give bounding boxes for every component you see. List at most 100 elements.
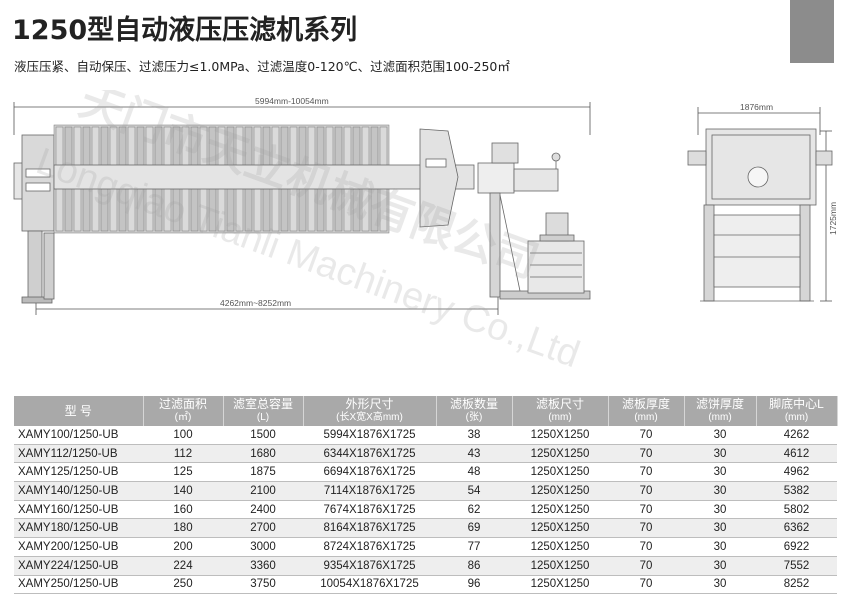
table-cell: 1250X1250: [512, 518, 608, 539]
table-cell: 6344X1876X1725: [303, 444, 436, 464]
table-cell: 7114X1876X1725: [303, 481, 436, 501]
table-cell: 4262: [756, 426, 837, 445]
column-header: 型 号: [14, 396, 144, 426]
dim-width: 1876mm: [740, 102, 773, 112]
table-cell: 48: [436, 462, 512, 483]
table-cell: 8724X1876X1725: [303, 537, 436, 557]
table-cell: XAMY250/1250-UB: [14, 575, 143, 595]
table-cell: 62: [436, 500, 512, 520]
table-cell: 30: [684, 481, 756, 501]
table-cell: 2400: [223, 500, 303, 520]
table-cell: 1680: [223, 444, 303, 464]
table-cell: 1250X1250: [512, 426, 608, 445]
spec-subtitle: 液压压紧、自动保压、过滤压力≤1.0MPa、过滤温度0-120℃、过滤面积范围1…: [14, 59, 510, 74]
dim-foot-center: 4262mm~8252mm: [220, 298, 291, 308]
table-cell: 2100: [223, 481, 303, 501]
table-cell: 6694X1876X1725: [303, 462, 436, 483]
table-cell: 70: [608, 518, 684, 539]
table-cell: 6362: [756, 518, 837, 539]
table-header-row: 型 号过滤面积(㎡)滤室总容量(L)外形尺寸(长X宽X高mm)滤板数量(张)滤板…: [14, 396, 838, 426]
column-header-label: 滤板尺寸: [535, 397, 584, 411]
table-cell: 6922: [756, 537, 837, 557]
table-cell: 3000: [223, 537, 303, 557]
table-cell: 30: [684, 537, 756, 557]
table-cell: 1250X1250: [512, 481, 608, 501]
table-cell: 70: [608, 556, 684, 576]
table-cell: 30: [684, 500, 756, 520]
table-cell: 70: [608, 537, 684, 557]
table-cell: 43: [436, 444, 512, 464]
column-header-label: 滤板厚度: [621, 397, 670, 411]
column-header-unit: (mm): [784, 412, 809, 423]
table-cell: 70: [608, 426, 684, 445]
table-cell: 200: [143, 537, 223, 557]
table-cell: 112: [143, 444, 223, 464]
table-cell: 86: [436, 556, 512, 576]
table-cell: 30: [684, 518, 756, 539]
column-header-label: 型 号: [64, 403, 92, 418]
column-header: 外形尺寸(长X宽X高mm): [303, 396, 437, 426]
page-title: 1250型自动液压压滤机系列: [12, 15, 358, 46]
table-cell: 8164X1876X1725: [303, 518, 436, 539]
table-cell: 38: [436, 426, 512, 445]
table-cell: 3750: [223, 575, 303, 595]
table-cell: 1250X1250: [512, 500, 608, 520]
table-cell: 30: [684, 575, 756, 595]
column-header-label: 过滤面积: [158, 397, 207, 411]
column-header: 滤板尺寸(mm): [512, 396, 609, 426]
table-cell: 70: [608, 462, 684, 483]
table-cell: XAMY180/1250-UB: [14, 518, 143, 539]
table-cell: 250: [143, 575, 223, 595]
column-header-label: 滤室总容量: [232, 397, 293, 411]
filter-press-drawing: 5994mm-10054mm 4262mm~8252mm 1876mm 1725…: [13, 96, 838, 315]
table-cell: 69: [436, 518, 512, 539]
table-cell: 1250X1250: [512, 444, 608, 464]
column-header-label: 滤饼厚度: [695, 397, 744, 411]
column-header: 滤板数量(张): [436, 396, 513, 426]
table-cell: 10054X1876X1725: [303, 575, 436, 595]
column-header-unit: (mm): [634, 412, 658, 423]
dim-height: 1725mm: [828, 202, 838, 235]
table-cell: XAMY140/1250-UB: [14, 481, 143, 501]
table-cell: 30: [684, 444, 756, 464]
column-header: 滤饼厚度(mm): [684, 396, 757, 426]
table-cell: XAMY224/1250-UB: [14, 556, 143, 576]
table-cell: 2700: [223, 518, 303, 539]
spec-table: 型 号过滤面积(㎡)滤室总容量(L)外形尺寸(长X宽X高mm)滤板数量(张)滤板…: [14, 396, 838, 595]
column-header-unit: (张): [465, 412, 483, 423]
table-cell: 77: [436, 537, 512, 557]
table-cell: 30: [684, 462, 756, 483]
table-cell: 1250X1250: [512, 537, 608, 557]
table-cell: 5382: [756, 481, 837, 501]
table-cell: 1875: [223, 462, 303, 483]
table-cell: XAMY100/1250-UB: [14, 426, 143, 445]
table-cell: 70: [608, 444, 684, 464]
table-cell: 70: [608, 575, 684, 595]
column-header-unit: (㎡): [174, 412, 192, 423]
table-cell: 224: [143, 556, 223, 576]
table-cell: 100: [143, 426, 223, 445]
column-header-label: 滤板数量: [449, 397, 498, 411]
table-cell: 5994X1876X1725: [303, 426, 436, 445]
dim-total-length: 5994mm-10054mm: [255, 96, 329, 106]
corner-block: [790, 0, 834, 63]
table-cell: 1250X1250: [512, 556, 608, 576]
table-cell: 4962: [756, 462, 837, 483]
table-cell: 7674X1876X1725: [303, 500, 436, 520]
table-cell: 140: [143, 481, 223, 501]
column-header-label: 外形尺寸: [345, 397, 394, 411]
column-header-unit: (L): [256, 412, 270, 423]
table-cell: 125: [143, 462, 223, 483]
table-cell: 30: [684, 556, 756, 576]
table-cell: 7552: [756, 556, 837, 576]
